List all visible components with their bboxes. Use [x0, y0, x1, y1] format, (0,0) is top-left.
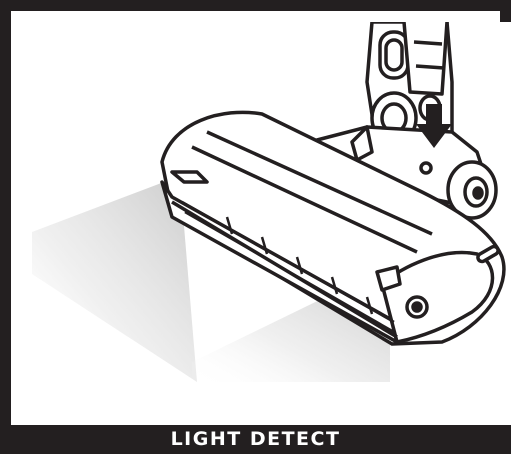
caption-bar: LIGHT DETECT: [0, 425, 511, 454]
vacuum-neck: [315, 125, 498, 220]
vacuum-illustration: [22, 22, 511, 436]
caption-label: LIGHT DETECT: [170, 428, 341, 450]
down-arrow-icon: [416, 104, 452, 148]
vacuum-floorhead-icon: [32, 22, 506, 382]
brush-roll: [181, 200, 395, 334]
